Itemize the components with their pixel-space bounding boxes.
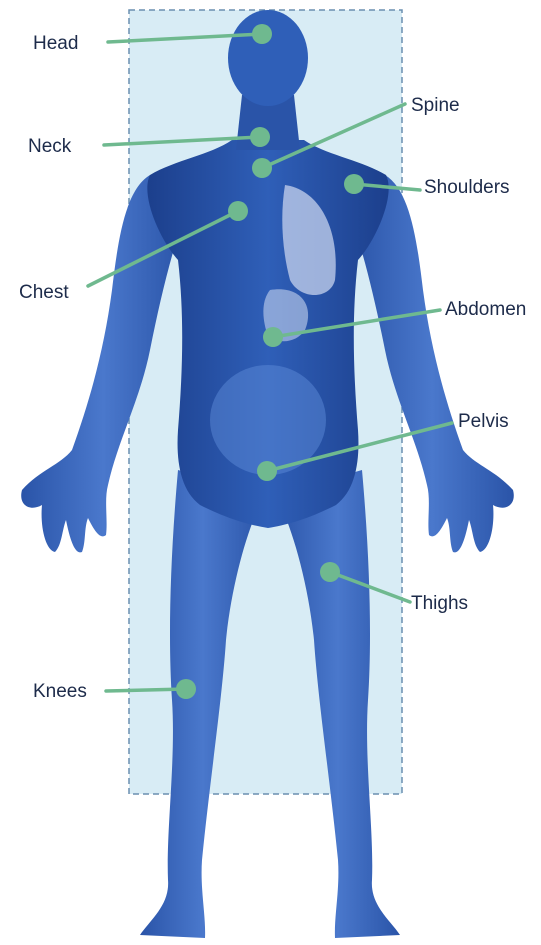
label-knees: Knees — [33, 681, 87, 702]
marker-abdomen[interactable] — [263, 327, 283, 347]
label-shoulders: Shoulders — [424, 177, 510, 198]
label-pelvis: Pelvis — [458, 411, 509, 432]
marker-pelvis[interactable] — [257, 461, 277, 481]
label-abdomen: Abdomen — [445, 299, 526, 320]
leader-line-knees — [106, 689, 186, 691]
label-neck: Neck — [28, 136, 72, 157]
head-shape — [228, 10, 308, 106]
marker-neck[interactable] — [250, 127, 270, 147]
marker-shoulders[interactable] — [344, 174, 364, 194]
label-chest: Chest — [19, 282, 69, 303]
marker-spine[interactable] — [252, 158, 272, 178]
marker-head[interactable] — [252, 24, 272, 44]
label-spine: Spine — [411, 95, 460, 116]
marker-knees[interactable] — [176, 679, 196, 699]
label-head: Head — [33, 33, 78, 54]
label-thighs: Thighs — [411, 593, 468, 614]
marker-thighs[interactable] — [320, 562, 340, 582]
marker-chest[interactable] — [228, 201, 248, 221]
